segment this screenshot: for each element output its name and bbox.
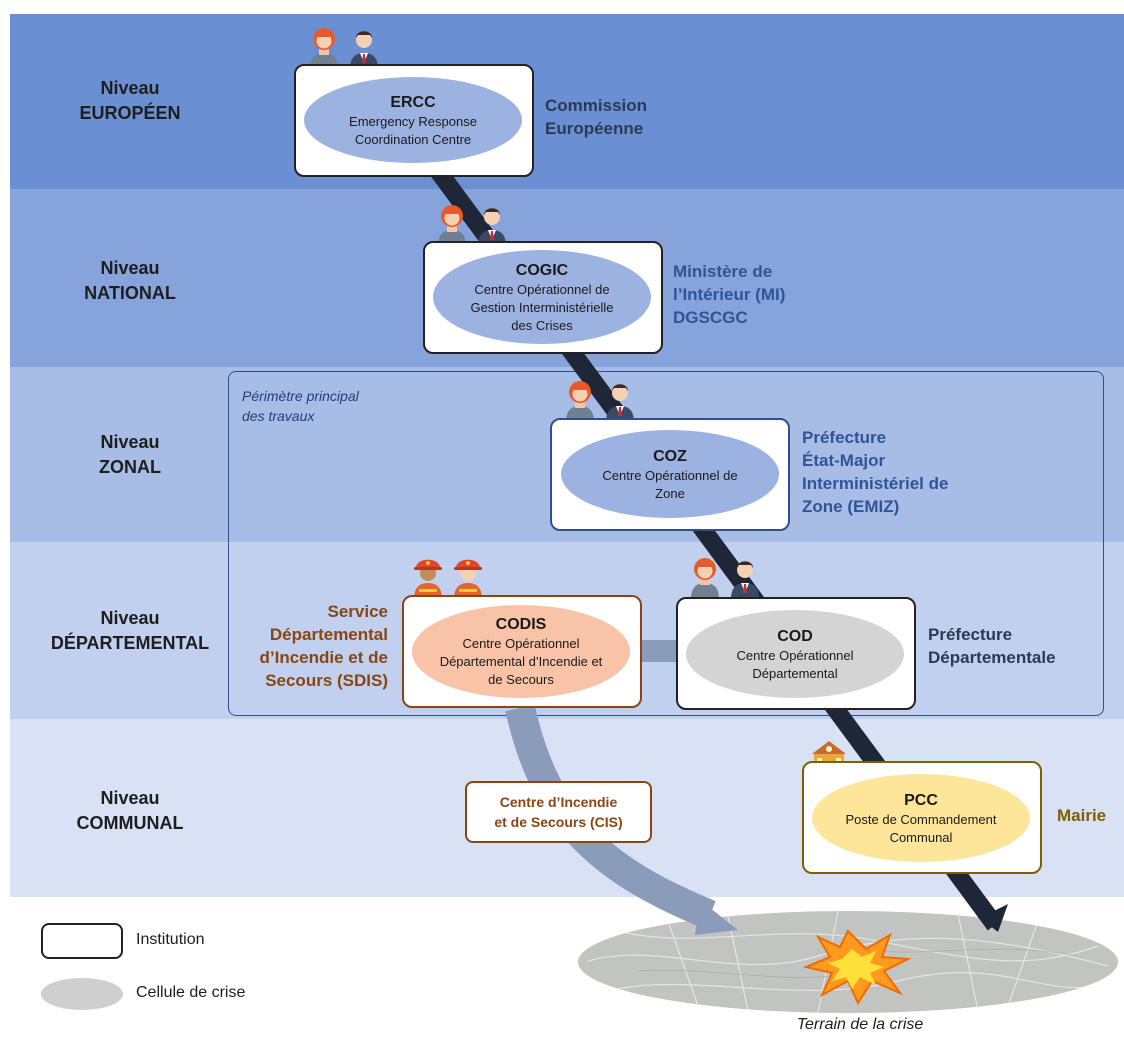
firefighter-icon — [410, 553, 446, 599]
band-europeen — [10, 14, 1124, 189]
woman-icon — [434, 200, 470, 246]
cogic-abbr: COGIC — [515, 261, 569, 279]
people-ercc — [306, 23, 382, 69]
legend-cell-swatch — [41, 978, 123, 1010]
firefighter-icon — [450, 553, 486, 599]
woman-icon — [306, 23, 342, 69]
man-icon — [346, 23, 382, 69]
perimeter-box — [228, 371, 1104, 716]
codis-abbr: CODIS — [495, 616, 547, 633]
legend-institution-swatch — [41, 923, 123, 959]
escalation-arrow-head — [980, 904, 1008, 932]
people-codis — [410, 553, 486, 599]
people-coz — [562, 376, 638, 422]
coz-abbr: COZ — [653, 447, 687, 465]
legend-cell-label: Cellule de crise — [136, 984, 246, 1001]
legend-institution-label: Institution — [136, 931, 205, 948]
people-cogic — [434, 200, 510, 246]
ercc-abbr: ERCC — [390, 93, 436, 111]
woman-icon — [562, 376, 598, 422]
man-icon — [727, 553, 763, 599]
cis-arrow-head — [695, 900, 738, 935]
terrain-label: Terrain de la crise — [796, 1016, 924, 1033]
cod-abbr: COD — [777, 627, 813, 645]
man-icon — [474, 200, 510, 246]
woman-icon — [687, 553, 723, 599]
pcc-abbr: PCC — [904, 791, 938, 809]
man-icon — [602, 376, 638, 422]
side-pcc: Mairie — [1057, 806, 1107, 825]
terrain-map — [578, 911, 1118, 1013]
codis-cod-link — [637, 640, 679, 662]
people-cod — [687, 553, 763, 599]
